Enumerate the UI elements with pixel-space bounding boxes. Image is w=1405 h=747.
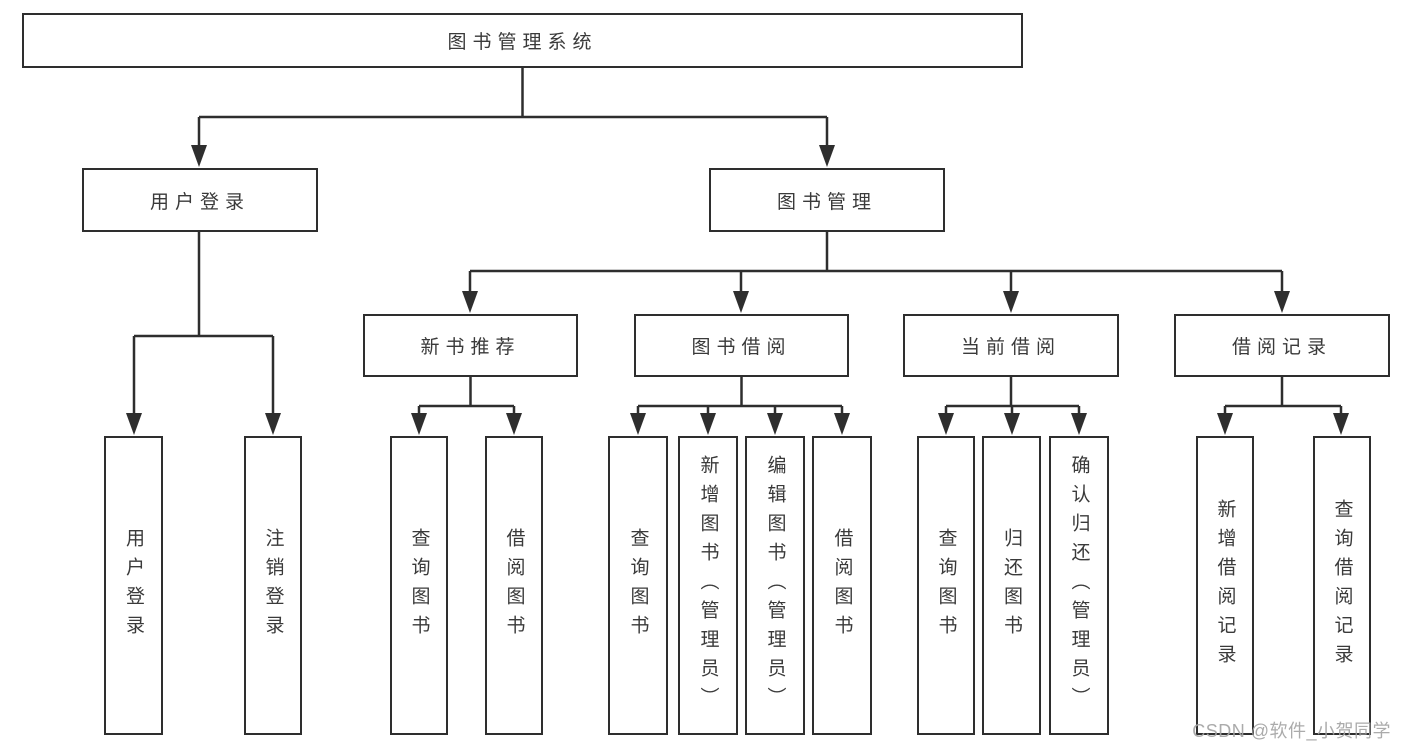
leaf-logout: 注销登录 xyxy=(244,436,302,735)
node-library-system: 图书管理系统 xyxy=(22,13,1023,68)
leaf-borrow-books-recommend: 借阅图书 xyxy=(485,436,543,735)
csdn-watermark: CSDN @软件_小贺同学 xyxy=(1192,721,1391,741)
node-borrowing-records: 借阅记录 xyxy=(1174,314,1390,377)
leaf-borrow-books-borrowing: 借阅图书 xyxy=(812,436,872,735)
leaf-query-books-current: 查询图书 xyxy=(917,436,975,735)
leaf-confirm-return-admin: 确认归还（管理员） xyxy=(1049,436,1109,735)
leaf-query-borrow-record: 查询借阅记录 xyxy=(1313,436,1371,735)
leaf-return-books: 归还图书 xyxy=(982,436,1041,735)
leaf-query-books-recommend: 查询图书 xyxy=(390,436,448,735)
leaf-user-login: 用户登录 xyxy=(104,436,163,735)
node-book-management: 图书管理 xyxy=(709,168,945,232)
node-current-borrowing: 当前借阅 xyxy=(903,314,1119,377)
leaf-add-borrow-record: 新增借阅记录 xyxy=(1196,436,1254,735)
leaf-add-book-admin: 新增图书（管理员） xyxy=(678,436,738,735)
leaf-edit-book-admin: 编辑图书（管理员） xyxy=(745,436,805,735)
node-user-login: 用户登录 xyxy=(82,168,318,232)
node-book-borrowing: 图书借阅 xyxy=(634,314,849,377)
leaf-query-books-borrowing: 查询图书 xyxy=(608,436,668,735)
node-new-book-recommend: 新书推荐 xyxy=(363,314,578,377)
